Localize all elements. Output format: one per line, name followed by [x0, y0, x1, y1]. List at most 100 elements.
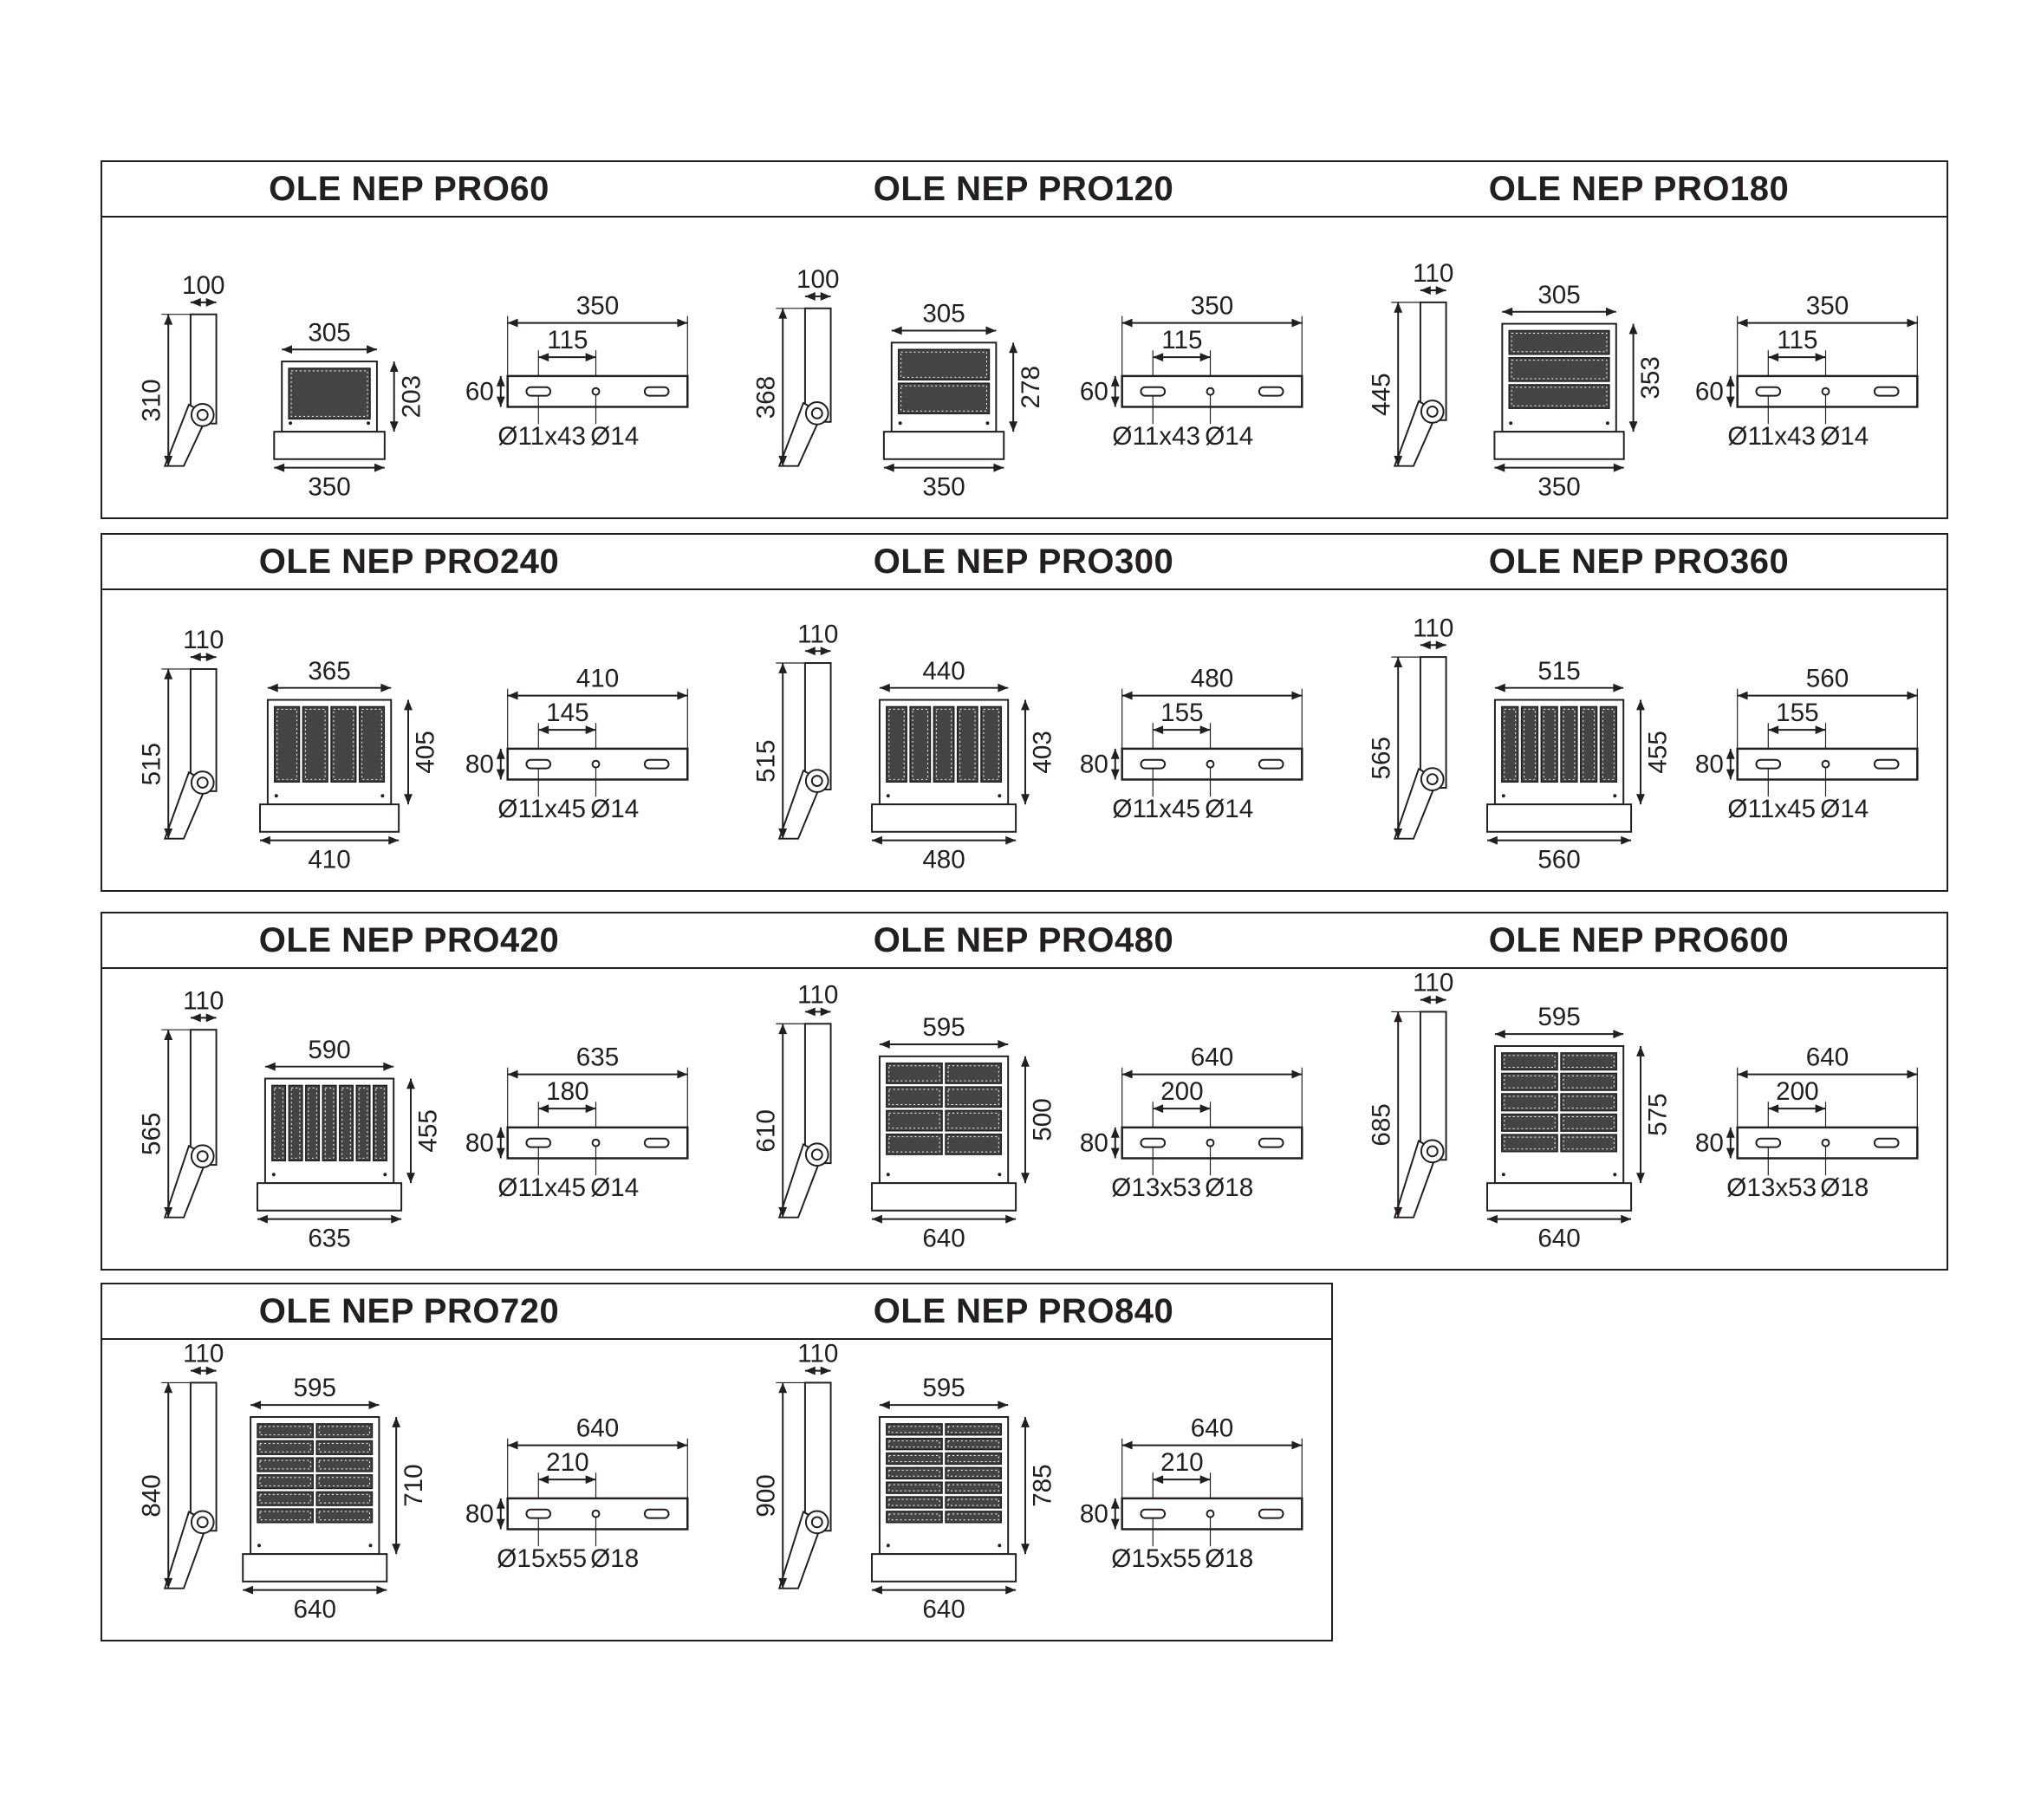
- hole-spacing-label: 115: [1161, 326, 1202, 354]
- pivot-knob-icon: [1420, 400, 1445, 424]
- base-width-arrow: [883, 463, 1004, 472]
- bracket-length-label: 640: [1191, 1043, 1233, 1072]
- led-module-icon: [1508, 356, 1610, 382]
- led-module-grid: [886, 705, 1003, 783]
- slot-diameter-label: Ø11x43: [497, 422, 586, 451]
- base-width-label: 350: [1537, 472, 1580, 501]
- bracket-length-label: 640: [1191, 1414, 1233, 1443]
- led-module-pattern: [290, 1087, 301, 1159]
- side-height-arrow: [1394, 657, 1403, 839]
- led-module-pattern: [1504, 1136, 1556, 1150]
- slot-hole-icon: [1873, 758, 1900, 770]
- led-module-pattern: [888, 1065, 940, 1082]
- led-module-icon: [886, 1086, 943, 1108]
- front-height-label: 353: [1636, 356, 1665, 399]
- base-width-arrow: [1494, 463, 1624, 472]
- model-title: OLE NEP PRO360: [1331, 535, 1947, 590]
- front-height-label: 403: [1029, 731, 1057, 773]
- led-module-icon: [271, 1084, 287, 1162]
- hole-diameter-label: Ø18: [1205, 1544, 1253, 1573]
- hole-diameter-label: Ø14: [1820, 795, 1869, 823]
- led-module-icon: [1599, 705, 1618, 783]
- side-depth-arrow: [804, 292, 831, 301]
- led-module-pattern: [274, 1087, 283, 1159]
- bracket-length-arrow: [507, 1069, 688, 1079]
- pivot-knob-inner: [810, 1148, 823, 1161]
- bracket-length-label: 350: [576, 292, 619, 321]
- led-module-pattern: [888, 1498, 940, 1506]
- side-height-arrow: [1394, 302, 1403, 466]
- side-depth-label: 110: [183, 1340, 224, 1368]
- bracket-length-label: 640: [1806, 1043, 1849, 1072]
- side-depth-arrow: [190, 1013, 217, 1023]
- side-height-label: 565: [1367, 737, 1395, 779]
- front-height-arrow: [1636, 1045, 1645, 1184]
- hole-spacing-arrow: [1153, 1104, 1211, 1114]
- led-module-icon: [1560, 1052, 1618, 1071]
- led-module-icon: [945, 1466, 1003, 1480]
- front-width-arrow: [1494, 1030, 1624, 1039]
- side-depth-label: 110: [797, 1340, 838, 1368]
- hole-spacing-arrow: [538, 1475, 596, 1485]
- led-module-pattern: [324, 1087, 335, 1159]
- hole-spacing-arrow: [1153, 353, 1211, 362]
- led-module-pattern: [1524, 708, 1536, 780]
- led-module-pattern: [947, 1426, 999, 1433]
- led-module-grid: [271, 1084, 388, 1162]
- model-title: OLE NEP PRO720: [102, 1284, 716, 1340]
- led-module-grid: [1501, 705, 1618, 783]
- led-module-icon: [315, 1457, 374, 1472]
- side-depth-label: 110: [1413, 969, 1453, 998]
- led-module-pattern: [1563, 1116, 1615, 1129]
- led-module-pattern: [947, 1469, 999, 1477]
- screw-dot: [998, 1173, 1002, 1177]
- bracket-height-arrow: [1726, 375, 1735, 407]
- side-height-arrow: [778, 1024, 788, 1218]
- bracket-length-arrow: [507, 318, 688, 328]
- bracket-height-label: 80: [1080, 751, 1108, 779]
- led-module-icon: [257, 1491, 315, 1506]
- center-hole-icon: [1206, 387, 1215, 396]
- bracket-length-label: 635: [576, 1043, 619, 1072]
- led-module-icon: [322, 1084, 337, 1162]
- center-hole-icon: [1821, 387, 1830, 396]
- slot-hole-icon: [643, 1137, 670, 1148]
- led-module-pattern: [947, 1089, 999, 1105]
- side-housing: [803, 1023, 832, 1165]
- led-module-pattern: [1504, 708, 1517, 780]
- front-base: [1493, 431, 1625, 460]
- front-base: [882, 431, 1005, 460]
- bracket-height-label: 80: [465, 1129, 494, 1158]
- screw-dot: [1509, 421, 1513, 426]
- bracket-length-arrow: [1121, 318, 1303, 328]
- screw-dot: [886, 1173, 890, 1177]
- led-module-pattern: [947, 1065, 999, 1082]
- side-housing: [803, 1381, 832, 1532]
- led-module-pattern: [358, 1087, 368, 1159]
- led-module-pattern: [1563, 708, 1576, 780]
- led-module-icon: [1580, 705, 1598, 783]
- led-module-icon: [886, 1063, 943, 1084]
- led-module-icon: [886, 1437, 943, 1451]
- pivot-knob-inner: [810, 406, 823, 419]
- led-module-grid: [1501, 1052, 1618, 1153]
- hole-diameter-label: Ø18: [1205, 1173, 1253, 1202]
- led-module-pattern: [947, 1112, 999, 1129]
- led-module-pattern: [947, 1440, 999, 1448]
- bracket-height-label: 80: [1695, 751, 1724, 779]
- front-width-arrow: [267, 683, 392, 692]
- front-height-label: 203: [397, 375, 426, 418]
- led-module-icon: [302, 705, 328, 783]
- side-height-arrow: [778, 663, 788, 839]
- led-module-icon: [305, 1084, 321, 1162]
